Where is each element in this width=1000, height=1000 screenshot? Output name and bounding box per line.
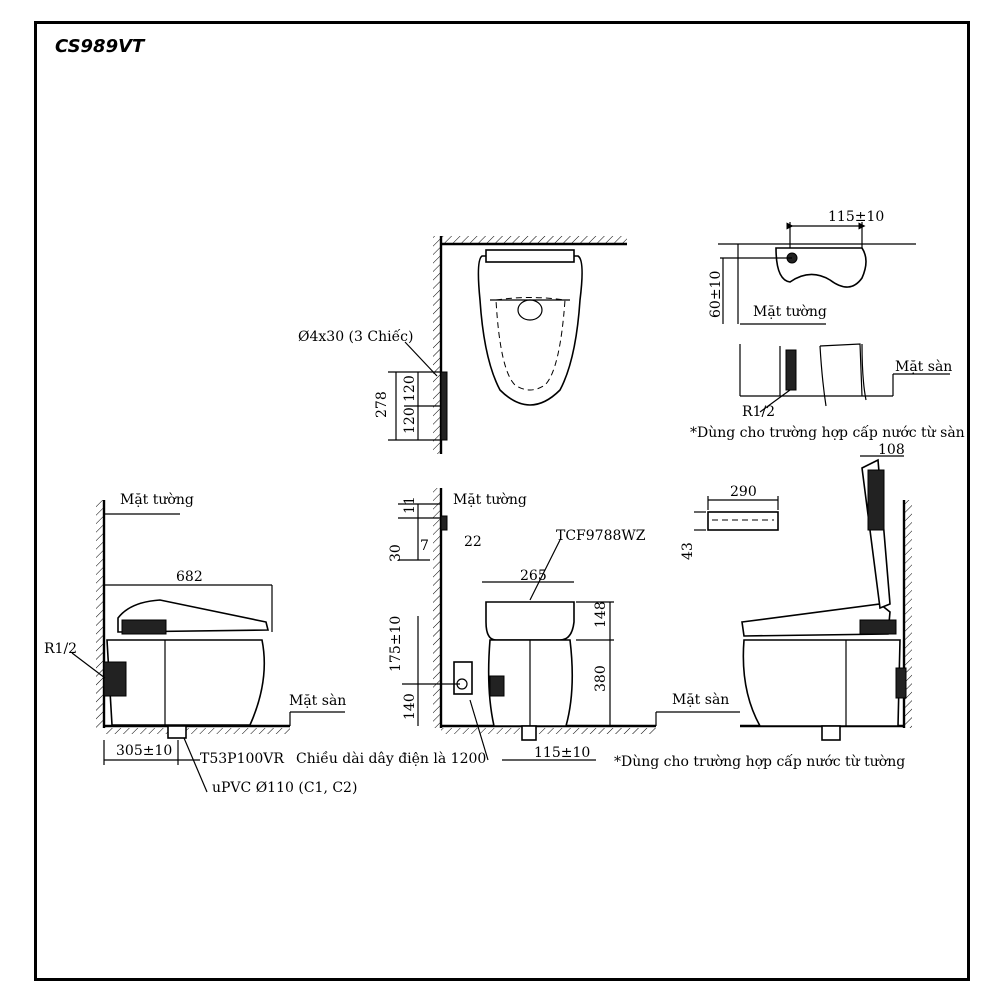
right-bowl-body — [742, 639, 901, 727]
dim-115-bottom: 115±10 — [534, 745, 590, 761]
dim-120-lower: 120 — [402, 407, 418, 434]
dim-305: 305±10 — [116, 743, 172, 759]
label-wall-front: Mặt tường — [453, 492, 527, 508]
dim-30: 30 — [388, 544, 404, 562]
front-tank — [485, 601, 575, 641]
top-wall-hatch — [433, 236, 441, 454]
label-floor-left: Mặt sàn — [289, 692, 346, 709]
note-wall-supply: *Dùng cho trường hợp cấp nước từ tường — [614, 753, 905, 770]
dim-43: 43 — [680, 542, 696, 560]
drawing-frame — [34, 21, 970, 981]
label-wall-detail: Mặt tường — [753, 304, 827, 320]
dim-115-top: 115±10 — [828, 209, 884, 225]
dim-175: 175±10 — [388, 616, 404, 672]
label-wall-left: Mặt tường — [120, 492, 194, 508]
model-title: CS989VT — [55, 36, 145, 57]
dim-108: 108 — [878, 442, 905, 458]
top-ceiling-hatch — [441, 236, 627, 244]
label-cable: Chiều dài dây điện là 1200 — [296, 750, 486, 767]
dim-265: 265 — [520, 568, 547, 584]
left-side-view — [71, 500, 345, 793]
dim-682: 682 — [176, 569, 203, 585]
detail-valve — [785, 349, 797, 391]
wall-bracket — [440, 371, 448, 441]
label-floor-front: Mặt sàn — [672, 691, 729, 708]
dim-7: 7 — [420, 538, 429, 554]
note-floor-supply: *Dùng cho trường hợp cấp nước từ sàn — [690, 424, 965, 441]
label-r12-detail: R1/2 — [742, 404, 775, 420]
dim-380: 380 — [593, 665, 609, 692]
dim-60: 60±10 — [708, 271, 724, 318]
screw-label: Ø4x30 (3 Chiếc) — [298, 328, 414, 345]
dim-120-upper: 120 — [402, 375, 418, 402]
label-pipe: uPVC Ø110 (C1, C2) — [212, 780, 357, 796]
left-valve — [103, 661, 127, 697]
dim-148: 148 — [593, 601, 609, 628]
label-floor-detail: Mặt sàn — [895, 358, 952, 375]
top-view — [388, 236, 627, 454]
bowl-top-outline — [477, 255, 583, 406]
floor-supply-detail — [718, 222, 950, 413]
right-side-view — [740, 455, 912, 741]
front-view — [398, 488, 740, 761]
left-bowl-body — [106, 639, 266, 726]
label-flange: T53P100VR — [200, 751, 284, 767]
dim-290: 290 — [730, 484, 757, 500]
dim-278: 278 — [374, 391, 390, 418]
remote-detail — [694, 496, 779, 531]
dim-22: 22 — [464, 534, 482, 550]
label-seat-model: TCF9788WZ — [556, 528, 646, 544]
dim-11: 11 — [402, 496, 418, 514]
label-r12-left: R1/2 — [44, 641, 77, 657]
detail-bowl-top — [775, 247, 867, 288]
dim-140: 140 — [402, 693, 418, 720]
